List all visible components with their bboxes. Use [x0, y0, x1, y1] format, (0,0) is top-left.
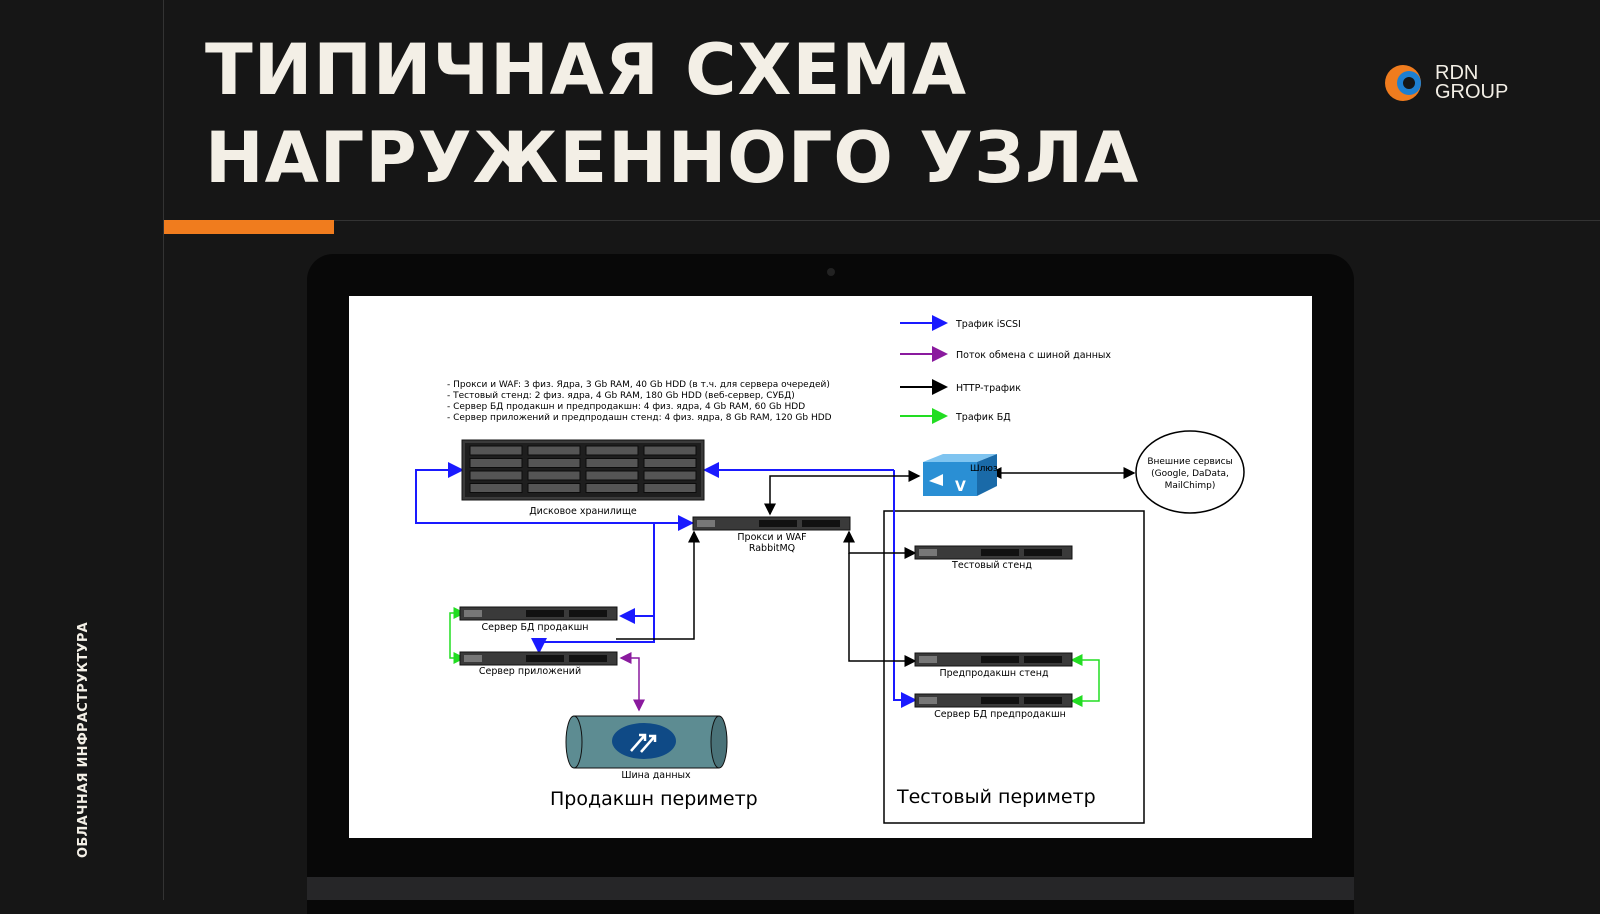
storage-bay	[527, 483, 581, 493]
storage-bay	[643, 470, 697, 481]
legend-db: Трафик БД	[955, 412, 1011, 423]
logo-text: RDN GROUP	[1435, 62, 1509, 103]
legend-http: HTTP-трафик	[956, 383, 1021, 394]
http-links	[616, 467, 1136, 667]
storage-bay	[643, 458, 697, 468]
external-label-1: Внешние сервисы	[1147, 457, 1232, 467]
storage-bay	[469, 458, 523, 468]
legend-bus: Поток обмена с шиной данных	[956, 350, 1111, 361]
test-stand-server-icon	[914, 545, 1073, 560]
storage-bay	[643, 445, 697, 456]
db-links	[449, 607, 1100, 707]
storage-bay	[527, 445, 581, 456]
data-bus-icon	[565, 715, 728, 769]
db-prod-server-icon	[459, 606, 618, 621]
page-title: ТИПИЧНАЯ СХЕМА НАГРУЖЕННОГО УЗЛА	[205, 26, 1139, 202]
storage-bay	[527, 470, 581, 481]
title-line-2: НАГРУЖЕННОГО УЗЛА	[205, 117, 1140, 199]
horizontal-divider	[163, 220, 1600, 221]
side-label: ОБЛАЧНАЯ ИНФРАСТРУКТУРА	[76, 621, 91, 858]
logo-mark-icon	[1385, 65, 1421, 101]
title-line-1: ТИПИЧНАЯ СХЕМА	[205, 29, 968, 111]
accent-bar	[164, 220, 334, 234]
storage-bays	[469, 445, 697, 493]
network-diagram: Трафик iSCSI Поток обмена с шиной данных…	[415, 315, 1245, 824]
spec-line-4: - Сервер приложений и предпродашн стенд:…	[447, 413, 832, 423]
proxy-label-1: Прокси и WAF	[737, 532, 806, 543]
storage-bay	[469, 445, 523, 456]
preprod-stand-server-icon	[914, 652, 1073, 667]
app-server-icon	[459, 651, 618, 666]
logo-line-2: GROUP	[1435, 81, 1509, 103]
data-bus-label: Шина данных	[621, 770, 691, 781]
storage-bay	[469, 470, 523, 481]
db-prod-label: Сервер БД продакшн	[481, 622, 588, 633]
proxy-label-2: RabbitMQ	[749, 543, 795, 554]
gateway-icon-letter: V	[955, 479, 966, 495]
storage-bay	[469, 483, 523, 493]
app-server-label: Сервер приложений	[479, 666, 581, 677]
external-services-node	[1135, 430, 1245, 514]
legend: Трафик iSCSI Поток обмена с шиной данных…	[900, 315, 1111, 424]
proxy-server-icon	[692, 516, 851, 531]
prod-perimeter-label: Продакшн периметр	[550, 788, 758, 810]
camera-icon	[827, 268, 835, 276]
db-preprod-label: Сервер БД предпродакшн	[934, 709, 1066, 720]
test-perimeter-label: Тестовый периметр	[896, 786, 1096, 808]
test-perimeter-box	[883, 510, 1145, 824]
diagram-screen: Трафик iSCSI Поток обмена с шиной данных…	[349, 296, 1312, 838]
storage-label: Дисковое хранилище	[529, 506, 637, 517]
spec-line-1: - Прокси и WAF: 3 физ. Ядра, 3 Gb RAM, 4…	[447, 380, 830, 390]
spec-line-3: - Сервер БД продакшн и предпродакшн: 4 ф…	[447, 402, 805, 412]
storage-bay	[585, 483, 639, 493]
db-preprod-server-icon	[914, 693, 1073, 708]
spec-line-2: - Тестовый стенд: 2 физ. ядра, 4 Gb RAM,…	[447, 391, 795, 401]
bus-link	[619, 652, 645, 712]
vertical-divider	[163, 0, 164, 900]
storage-bay	[527, 458, 581, 468]
storage-bay	[585, 458, 639, 468]
storage-bay	[643, 483, 697, 493]
gateway-label: Шлюз	[970, 464, 998, 474]
laptop-base	[307, 877, 1354, 900]
legend-iscsi: Трафик iSCSI	[955, 319, 1021, 330]
server-specs: - Прокси и WAF: 3 физ. Ядра, 3 Gb RAM, 4…	[447, 380, 832, 423]
external-label-3: MailChimp)	[1165, 481, 1216, 491]
test-stand-label: Тестовый стенд	[951, 560, 1032, 571]
storage-bay	[585, 470, 639, 481]
logo-line-1: RDN	[1435, 62, 1479, 84]
external-label-2: (Google, DaData,	[1151, 469, 1229, 479]
storage-bay	[585, 445, 639, 456]
gateway-icon: V	[923, 454, 997, 496]
preprod-stand-label: Предпродакшн стенд	[939, 668, 1049, 679]
